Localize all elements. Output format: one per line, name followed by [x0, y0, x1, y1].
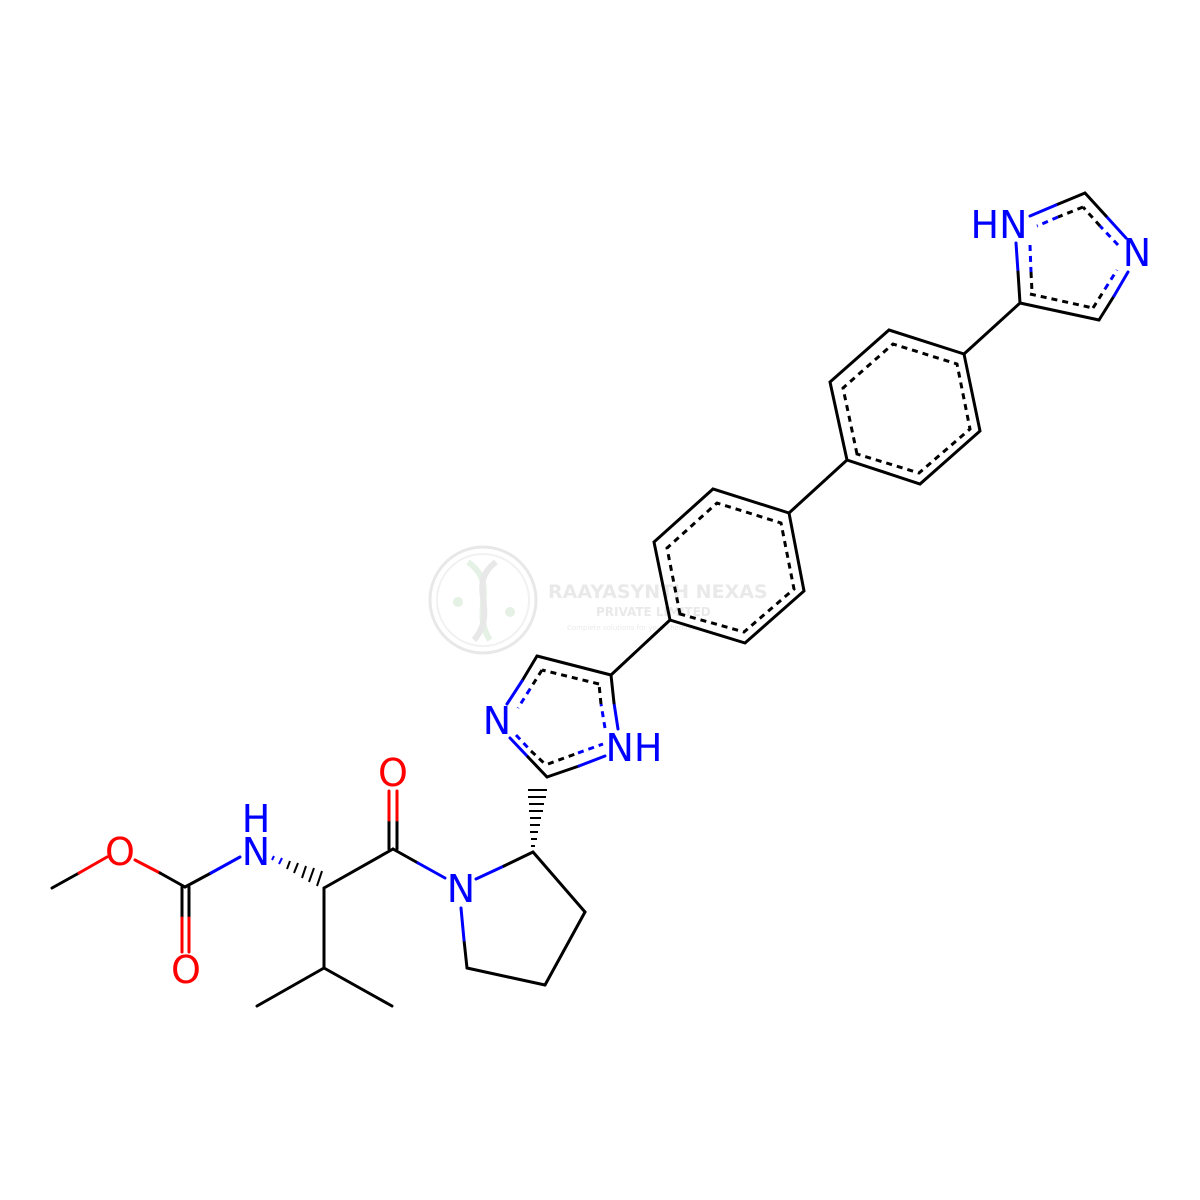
watermark-company: RAAYASYNTH NEXAS: [548, 581, 768, 603]
bonds-phenyl-2: [828, 328, 982, 486]
bonds-carbamate: [50, 855, 242, 954]
atom-label-carbamate-carbonyl-oxygen: O: [171, 948, 201, 992]
atom-label-amide-oxygen: O: [378, 751, 408, 795]
stereo-hash-wedge-valine: [271, 855, 323, 887]
atom-label-upper-imidazole-hn: HN: [971, 203, 1028, 247]
bond-biphenyl: [787, 458, 849, 515]
atom-label-lower-imidazole-nitrogen: N: [483, 699, 511, 743]
dna-logo-icon: [428, 545, 538, 655]
bonds-phenyl-1: [652, 487, 806, 645]
bond-phenyl-imidazole: [962, 301, 1022, 356]
bonds-imidazole-upper: [1014, 191, 1130, 322]
stereo-hash-wedge-pyrrolidine: [528, 789, 547, 847]
bond-imidazole-phenyl: [609, 618, 672, 677]
bonds-imidazole-lower: [505, 654, 620, 779]
atom-label-pyrrolidine-nitrogen: N: [447, 867, 475, 911]
watermark-tagline: Complete solutions for your chemistry: [567, 624, 701, 632]
bonds-pyrrolidine: [459, 850, 587, 987]
bonds-valine: [255, 789, 447, 1008]
company-watermark: RAAYASYNTH NEXAS PRIVATE LIMITED Complet…: [428, 545, 768, 655]
atom-label-upper-imidazole-nitrogen: N: [1123, 231, 1151, 275]
atom-label-methoxy-oxygen: O: [105, 830, 135, 874]
atom-label-lower-imidazole-nh: NH: [606, 726, 663, 770]
atom-label-carbamate-nitrogen: N: [242, 830, 270, 874]
atom-label-carbamate-hydrogen: H: [242, 797, 271, 841]
